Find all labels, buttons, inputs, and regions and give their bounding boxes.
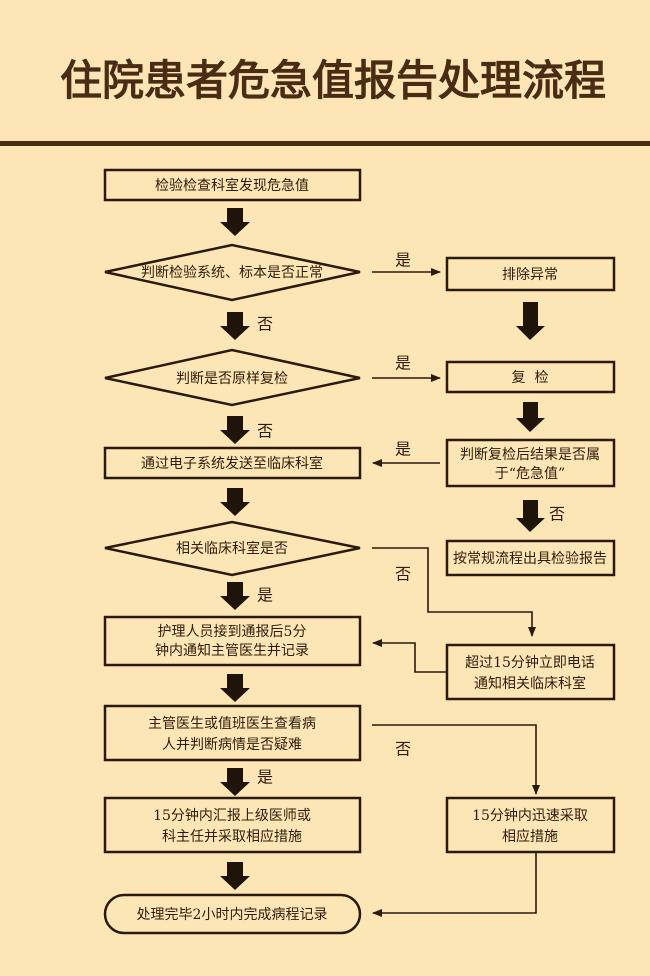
node-recheck: 复 检 bbox=[445, 360, 616, 394]
svg-text:超过15分钟立即电话: 超过15分钟立即电话 bbox=[465, 654, 595, 671]
svg-text:科主任并采取相应措施: 科主任并采取相应措施 bbox=[162, 828, 302, 845]
thick-arrow bbox=[516, 402, 545, 432]
svg-text:15分钟内迅速采取: 15分钟内迅速采取 bbox=[472, 807, 588, 824]
thick-arrow bbox=[220, 768, 250, 796]
svg-text:按常规流程出具检验报告: 按常规流程出具检验报告 bbox=[453, 551, 607, 567]
label-yes: 是 bbox=[257, 586, 273, 605]
label-no: 否 bbox=[257, 315, 273, 334]
label-no: 否 bbox=[257, 422, 273, 441]
svg-text:通知相关临床科室: 通知相关临床科室 bbox=[474, 675, 586, 692]
node-judge-result: 判断复检后结果是否属 于“危急值” bbox=[445, 438, 616, 488]
node-quick-measures: 15分钟内迅速采取 相应措施 bbox=[445, 796, 616, 854]
thick-arrow bbox=[220, 416, 250, 444]
thick-arrow bbox=[220, 488, 250, 516]
label-yes: 是 bbox=[395, 354, 411, 373]
svg-text:处理完毕2小时内完成病程记录: 处理完毕2小时内完成病程记录 bbox=[137, 907, 328, 923]
title-divider bbox=[0, 141, 650, 146]
thick-arrow bbox=[220, 674, 250, 702]
thick-arrow bbox=[220, 312, 250, 340]
node-routine-report: 按常规流程出具检验报告 bbox=[445, 539, 616, 577]
arrow-phone-back bbox=[372, 639, 447, 673]
svg-text:判断是否原样复检: 判断是否原样复检 bbox=[176, 370, 288, 387]
svg-text:通过电子系统发送至临床科室: 通过电子系统发送至临床科室 bbox=[141, 455, 323, 472]
svg-text:15分钟内汇报上级医师或: 15分钟内汇报上级医师或 bbox=[153, 807, 311, 824]
svg-text:护理人员接到通报后5分: 护理人员接到通报后5分 bbox=[158, 623, 307, 640]
thick-arrow bbox=[220, 208, 250, 236]
node-doctor-check: 主管医生或值班医生查看病 人并判断病情是否疑难 bbox=[103, 704, 362, 762]
label-no: 否 bbox=[549, 505, 565, 524]
arrow-no-difficult bbox=[372, 724, 540, 795]
svg-text:检验检查科室发现危急值: 检验检查科室发现危急值 bbox=[155, 177, 309, 194]
svg-text:相关临床科室是否: 相关临床科室是否 bbox=[176, 540, 288, 557]
svg-text:排除异常: 排除异常 bbox=[502, 267, 558, 283]
label-yes: 是 bbox=[395, 251, 411, 270]
node-end: 处理完毕2小时内完成病程记录 bbox=[103, 893, 362, 935]
node-exclude-abnormal: 排除异常 bbox=[445, 256, 616, 292]
node-nurse-notify: 护理人员接到通报后5分 钟内通知主管医生并记录 bbox=[103, 615, 362, 667]
svg-text:判断检验系统、标本是否正常: 判断检验系统、标本是否正常 bbox=[141, 265, 323, 281]
svg-text:判断复检后结果是否属: 判断复检后结果是否属 bbox=[460, 446, 600, 463]
node-phone-notify: 超过15分钟立即电话 通知相关临床科室 bbox=[445, 643, 616, 701]
svg-text:人并判断病情是否疑难: 人并判断病情是否疑难 bbox=[162, 737, 302, 753]
label-no: 否 bbox=[395, 740, 411, 759]
node-start: 检验检查科室发现危急值 bbox=[103, 168, 362, 202]
node-report-superior: 15分钟内汇报上级医师或 科主任并采取相应措施 bbox=[103, 796, 362, 854]
decision-judge-recheck: 判断是否原样复检 bbox=[104, 348, 361, 407]
svg-text:主管医生或值班医生查看病: 主管医生或值班医生查看病 bbox=[148, 716, 316, 732]
arrow-to-end bbox=[372, 852, 537, 917]
thick-arrow bbox=[516, 302, 545, 340]
svg-text:于“危急值”: 于“危急值” bbox=[495, 466, 565, 482]
svg-text:相应措施: 相应措施 bbox=[502, 828, 558, 845]
decision-check-system: 判断检验系统、标本是否正常 bbox=[104, 243, 361, 302]
decision-clinical-dept: 相关临床科室是否 bbox=[104, 520, 361, 577]
page-title: 住院患者危急值报告处理流程 bbox=[60, 56, 606, 105]
arrow-no-dept bbox=[372, 547, 536, 637]
label-yes: 是 bbox=[395, 440, 411, 459]
label-yes: 是 bbox=[257, 768, 273, 787]
thick-arrow bbox=[516, 500, 545, 532]
label-no: 否 bbox=[395, 565, 411, 584]
thick-arrow bbox=[220, 582, 250, 610]
thick-arrow bbox=[220, 862, 250, 890]
node-send-system: 通过电子系统发送至临床科室 bbox=[103, 446, 362, 480]
svg-text:钟内通知主管医生并记录: 钟内通知主管医生并记录 bbox=[155, 642, 309, 659]
svg-text:复 检: 复 检 bbox=[512, 369, 549, 386]
